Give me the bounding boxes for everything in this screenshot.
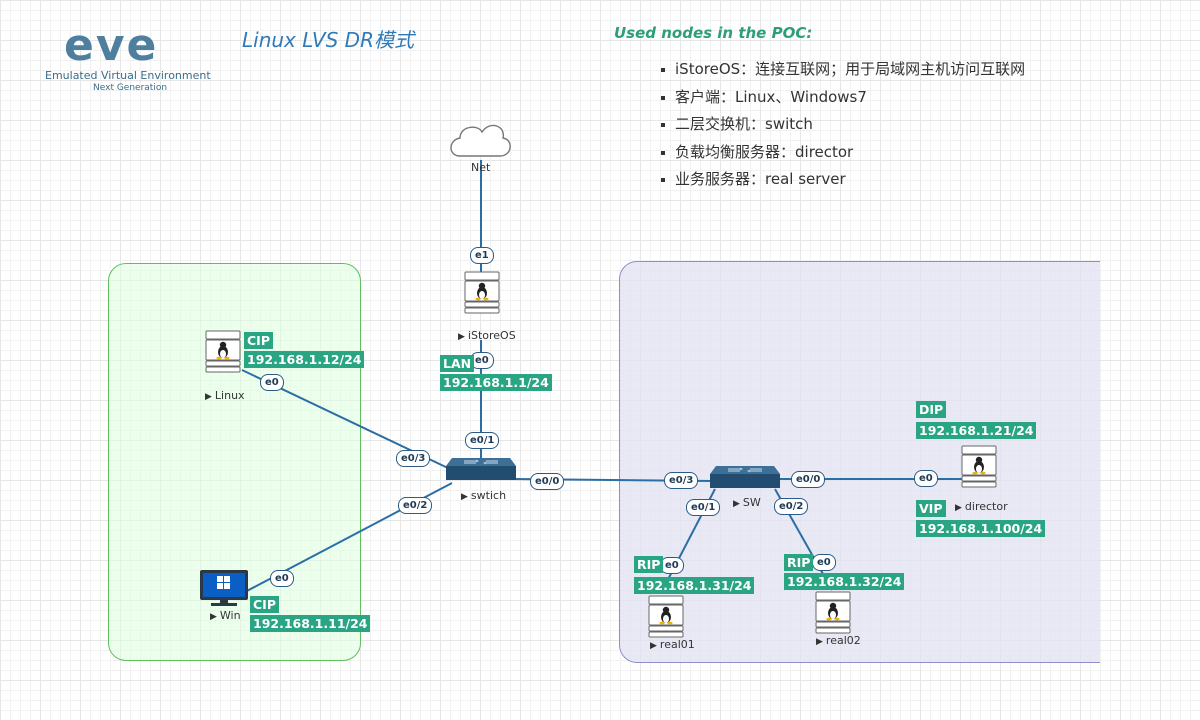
lan-label: LAN <box>440 355 475 372</box>
port-director-e0[interactable]: e0 <box>914 470 938 487</box>
real02-node-icon[interactable] <box>815 591 851 634</box>
legend-item: 业务服务器：real server <box>660 166 1025 194</box>
port-net-e1[interactable]: e1 <box>470 247 494 264</box>
director-label: ▶director <box>955 500 1008 513</box>
port-sw-e0-2[interactable]: e0/2 <box>774 498 809 515</box>
port-switch-e0-1[interactable]: e0/1 <box>465 432 500 449</box>
real02-label: ▶real02 <box>816 634 861 647</box>
logo-tagline: Next Generation <box>93 83 168 93</box>
sw-label: ▶SW <box>733 496 761 509</box>
istoreos-node-icon[interactable] <box>464 271 500 314</box>
logo-subtitle: Emulated Virtual Environment <box>45 69 211 82</box>
sw-node-icon[interactable] <box>709 465 781 489</box>
legend-heading: Used nodes in the POC: <box>614 24 813 42</box>
windows-monitor-icon[interactable] <box>200 570 248 606</box>
legend-item: 负载均衡服务器：director <box>660 139 1025 167</box>
port-switch-e0-0[interactable]: e0/0 <box>530 473 565 490</box>
vip-address: 192.168.1.100/24 <box>916 520 1046 537</box>
director-node-icon[interactable] <box>961 445 997 488</box>
istoreos-label: ▶iStoreOS <box>458 329 516 342</box>
legend-item: 客户端：Linux、Windows7 <box>660 84 1025 112</box>
legend-list: iStoreOS：连接互联网；用于局域网主机访问互联网 客户端：Linux、Wi… <box>660 56 1025 194</box>
switch-node-icon[interactable] <box>445 457 517 481</box>
dip-address: 192.168.1.21/24 <box>916 422 1037 439</box>
linux-node-icon[interactable] <box>205 330 241 373</box>
linux-cip-label: CIP <box>244 332 273 349</box>
eve-logo: eve <box>40 20 220 102</box>
win-label: ▶Win <box>210 609 241 622</box>
port-real02-e0[interactable]: e0 <box>812 554 836 571</box>
legend-item: iStoreOS：连接互联网；用于局域网主机访问互联网 <box>660 56 1025 84</box>
rip1-address: 192.168.1.31/24 <box>634 577 755 594</box>
lan-address: 192.168.1.1/24 <box>440 374 552 391</box>
port-switch-e0-3[interactable]: e0/3 <box>396 450 431 467</box>
rip2-address: 192.168.1.32/24 <box>784 573 905 590</box>
rip1-label: RIP <box>634 556 664 573</box>
port-linux-e0[interactable]: e0 <box>260 374 284 391</box>
vip-label: VIP <box>916 500 946 517</box>
linux-cip-address: 192.168.1.12/24 <box>244 351 365 368</box>
port-win-e0[interactable]: e0 <box>270 570 294 587</box>
linux-label: ▶Linux <box>205 389 245 402</box>
win-cip-label: CIP <box>250 596 279 613</box>
links <box>241 160 962 594</box>
real01-node-icon[interactable] <box>648 595 684 638</box>
port-sw-e0-1[interactable]: e0/1 <box>686 499 721 516</box>
eve-logo-mark: eve <box>64 20 158 71</box>
port-sw-e0-0[interactable]: e0/0 <box>791 471 826 488</box>
server-zone <box>619 261 1100 663</box>
port-sw-e0-3[interactable]: e0/3 <box>664 472 699 489</box>
net-label: Net <box>471 161 491 174</box>
switch-label: ▶swtich <box>461 489 507 502</box>
win-cip-address: 192.168.1.11/24 <box>250 615 371 632</box>
port-switch-e0-2[interactable]: e0/2 <box>398 497 433 514</box>
eve-logo-word: eve <box>64 22 158 71</box>
port-real01-e0[interactable]: e0 <box>660 557 684 574</box>
diagram-title: Linux LVS DR模式 <box>242 28 414 52</box>
cloud-icon[interactable] <box>450 124 511 157</box>
rip2-label: RIP <box>784 554 814 571</box>
real01-label: ▶real01 <box>650 638 695 651</box>
dip-label: DIP <box>916 401 947 418</box>
legend-item: 二层交换机：switch <box>660 111 1025 139</box>
